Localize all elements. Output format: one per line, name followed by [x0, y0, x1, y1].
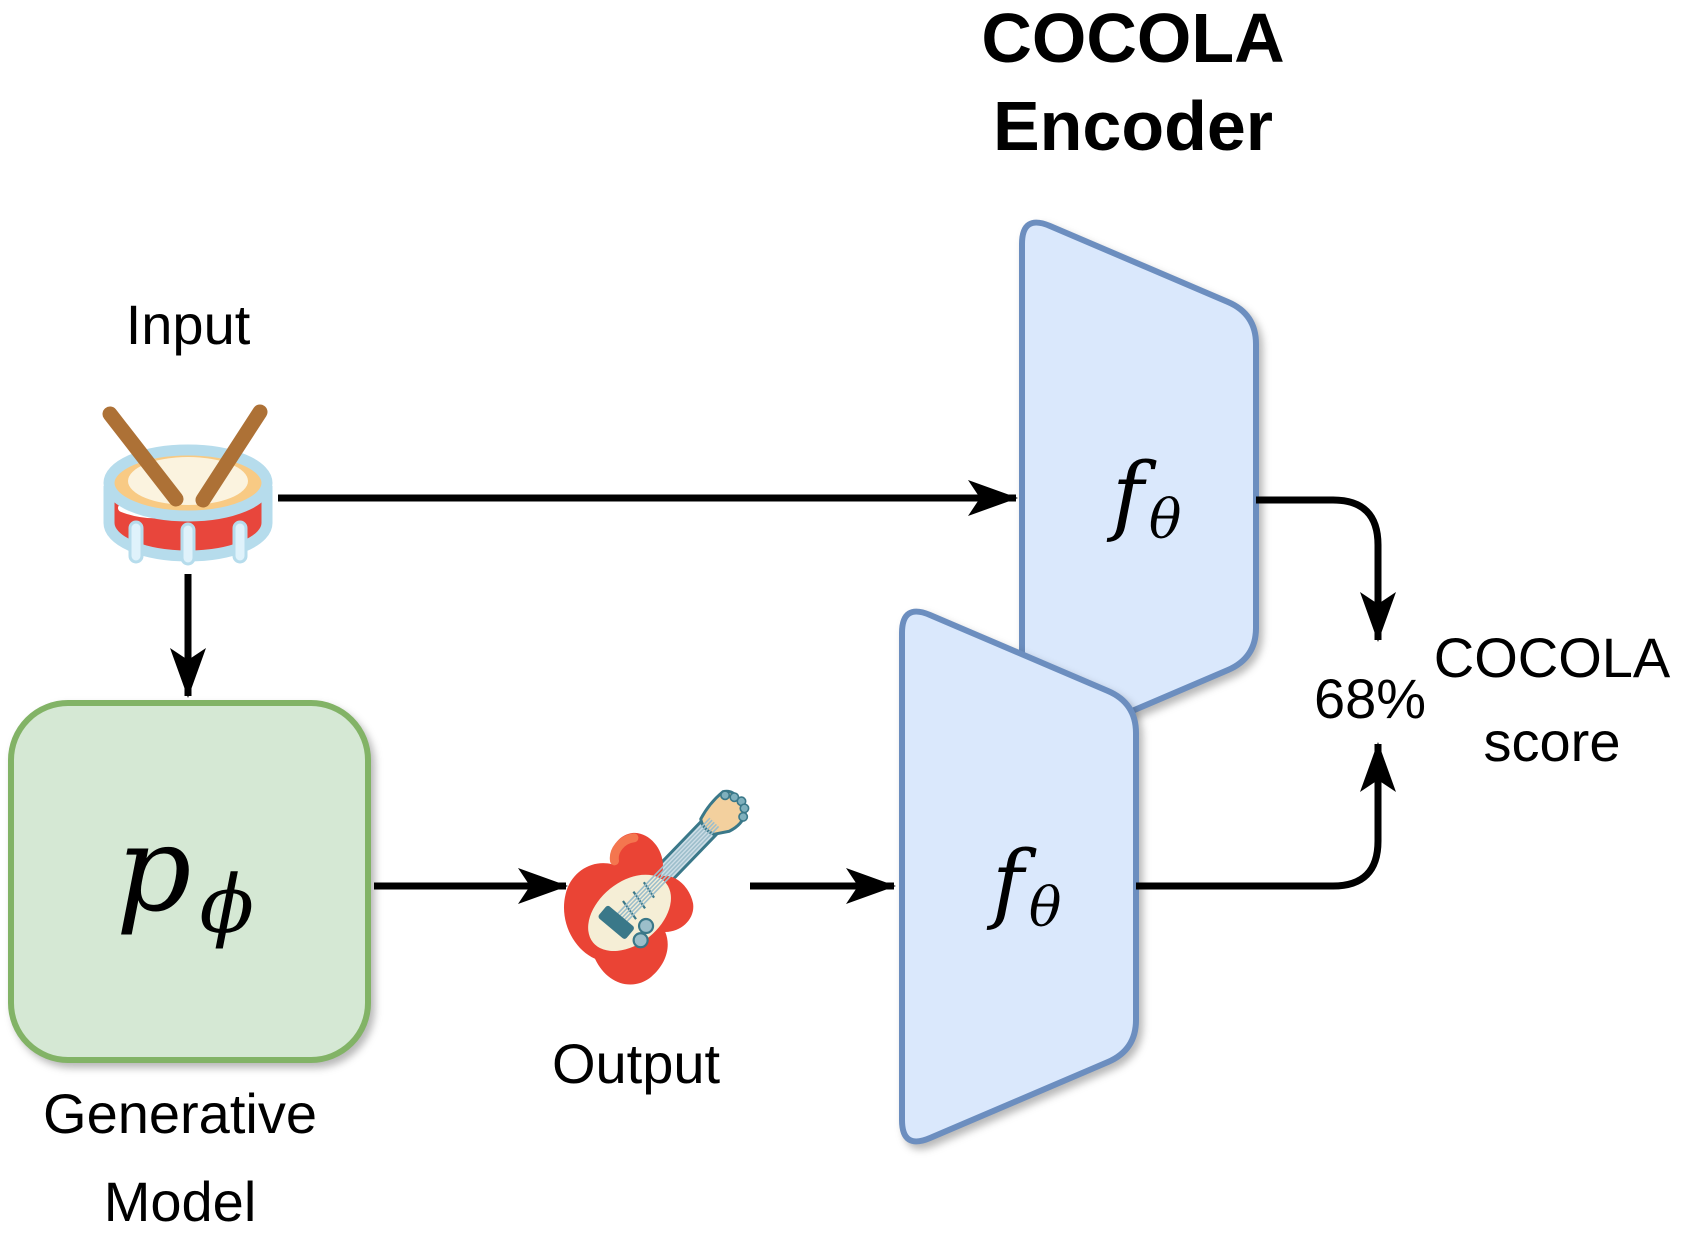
drumstick-left: [102, 406, 184, 507]
encoder-bottom-label: fθ: [986, 833, 1061, 939]
drumstick-right: [195, 404, 268, 508]
arrow-encoder-bottom-to-score: [1136, 742, 1396, 890]
score-label-line2: score: [1484, 710, 1621, 773]
generative-model-label-line2: Model: [104, 1170, 257, 1233]
score-label-line1: COCOLA: [1434, 626, 1671, 689]
score-value: 68%: [1314, 667, 1426, 730]
input-label: Input: [126, 293, 251, 356]
encoder-node-bottom: [899, 608, 1139, 1145]
guitar-strings: [609, 817, 720, 931]
arrow-encoder-top-to-score: [1256, 496, 1396, 642]
guitar-icon: [564, 789, 750, 985]
output-label: Output: [552, 1032, 721, 1095]
diagram-title-line2: Encoder: [993, 87, 1273, 165]
diagram-title-line1: COCOLA: [981, 0, 1284, 77]
drum-icon: [102, 404, 273, 566]
guitar-tuners: [720, 790, 750, 822]
drum-lug: [128, 520, 144, 564]
generative-model-label-line1: Generative: [43, 1082, 317, 1145]
guitar-bridge: [598, 905, 634, 939]
drum-lug: [180, 522, 196, 566]
guitar-knob: [632, 932, 649, 949]
generative-model-node: [8, 700, 371, 1063]
guitar-body-highlight: [609, 833, 639, 866]
guitar-knob: [637, 917, 655, 935]
drum-lug: [232, 520, 248, 564]
